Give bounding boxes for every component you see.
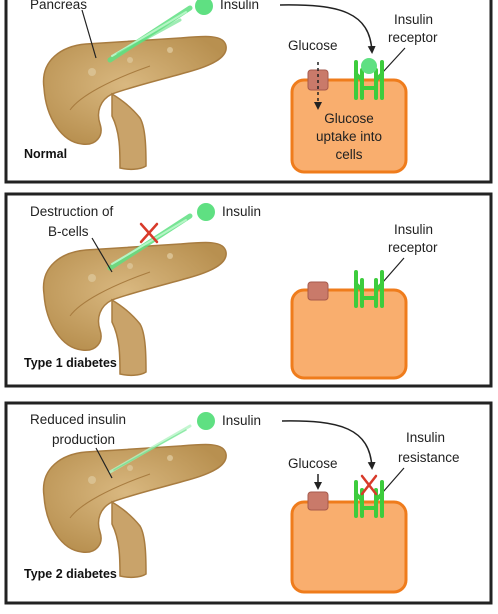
insulin-bound: [361, 58, 377, 74]
receptor-label-line2: receptor: [388, 240, 438, 255]
panel-type1: Destruction of B-cells Insulin Insulin r…: [4, 192, 493, 388]
insulin-label: Insulin: [222, 413, 261, 428]
block-x-icon: [139, 222, 159, 244]
pancreas-label-line2: B-cells: [48, 224, 89, 239]
insulin-arrow: [279, 4, 376, 54]
receptor-label-line1: Insulin: [406, 430, 445, 445]
insulin-label: Insulin: [222, 204, 261, 219]
glucose-label: Glucose: [288, 38, 338, 53]
panel-caption: Normal: [24, 147, 67, 161]
cell: [290, 288, 408, 380]
panel-caption: Type 1 diabetes: [24, 356, 117, 370]
receptor-label-line2: receptor: [388, 30, 438, 45]
insulin-receptor: [354, 60, 384, 100]
pancreas-label-line: [81, 9, 97, 59]
block-x-icon: [360, 474, 378, 496]
insulin-secretion: [107, 213, 193, 271]
pancreas-label-line1: Destruction of: [30, 204, 114, 219]
pancreas-label-line1: Reduced insulin: [30, 412, 126, 427]
panel-type2: Reduced insulin production Insulin Gluco…: [4, 401, 493, 605]
insulin-secretion: [107, 5, 193, 63]
glucose-transporter: [307, 281, 329, 301]
receptor-label-line: [382, 467, 405, 493]
panel-normal: Pancreas Insulin Glucose Insulin recepto…: [4, 0, 493, 184]
glucose-label: Glucose: [288, 456, 338, 471]
panel-border: [4, 401, 493, 605]
pancreas: [42, 443, 227, 579]
insulin-arrow: [281, 420, 376, 470]
pancreas: [42, 35, 227, 171]
receptor-label-line1: Insulin: [394, 12, 433, 27]
insulin-molecule: [197, 412, 215, 430]
pancreas: [42, 241, 227, 377]
receptor-label-line: [382, 257, 405, 283]
pancreas-label-line2: production: [52, 432, 115, 447]
insulin-label: Insulin: [220, 0, 259, 12]
panel-border: [4, 192, 493, 388]
cell: [290, 500, 408, 594]
insulin-receptor: [354, 270, 384, 308]
receptor-label-line: [382, 47, 406, 73]
cell-label-line2: uptake into: [316, 129, 382, 144]
receptor-label-line2: resistance: [398, 450, 460, 465]
receptor-label-line1: Insulin: [394, 222, 433, 237]
insulin-molecule: [197, 203, 215, 221]
panel-border: [4, 0, 493, 184]
cell-label-line3: cells: [335, 147, 362, 162]
panel-caption: Type 2 diabetes: [24, 567, 117, 581]
insulin-molecule: [195, 0, 213, 15]
pancreas-label-line: [91, 237, 113, 273]
cell-label-line1: Glucose: [324, 111, 374, 126]
pancreas-label-line: [95, 447, 113, 479]
pancreas-label: Pancreas: [30, 0, 87, 12]
insulin-secretion: [108, 424, 192, 474]
glucose-transporter: [307, 491, 329, 511]
